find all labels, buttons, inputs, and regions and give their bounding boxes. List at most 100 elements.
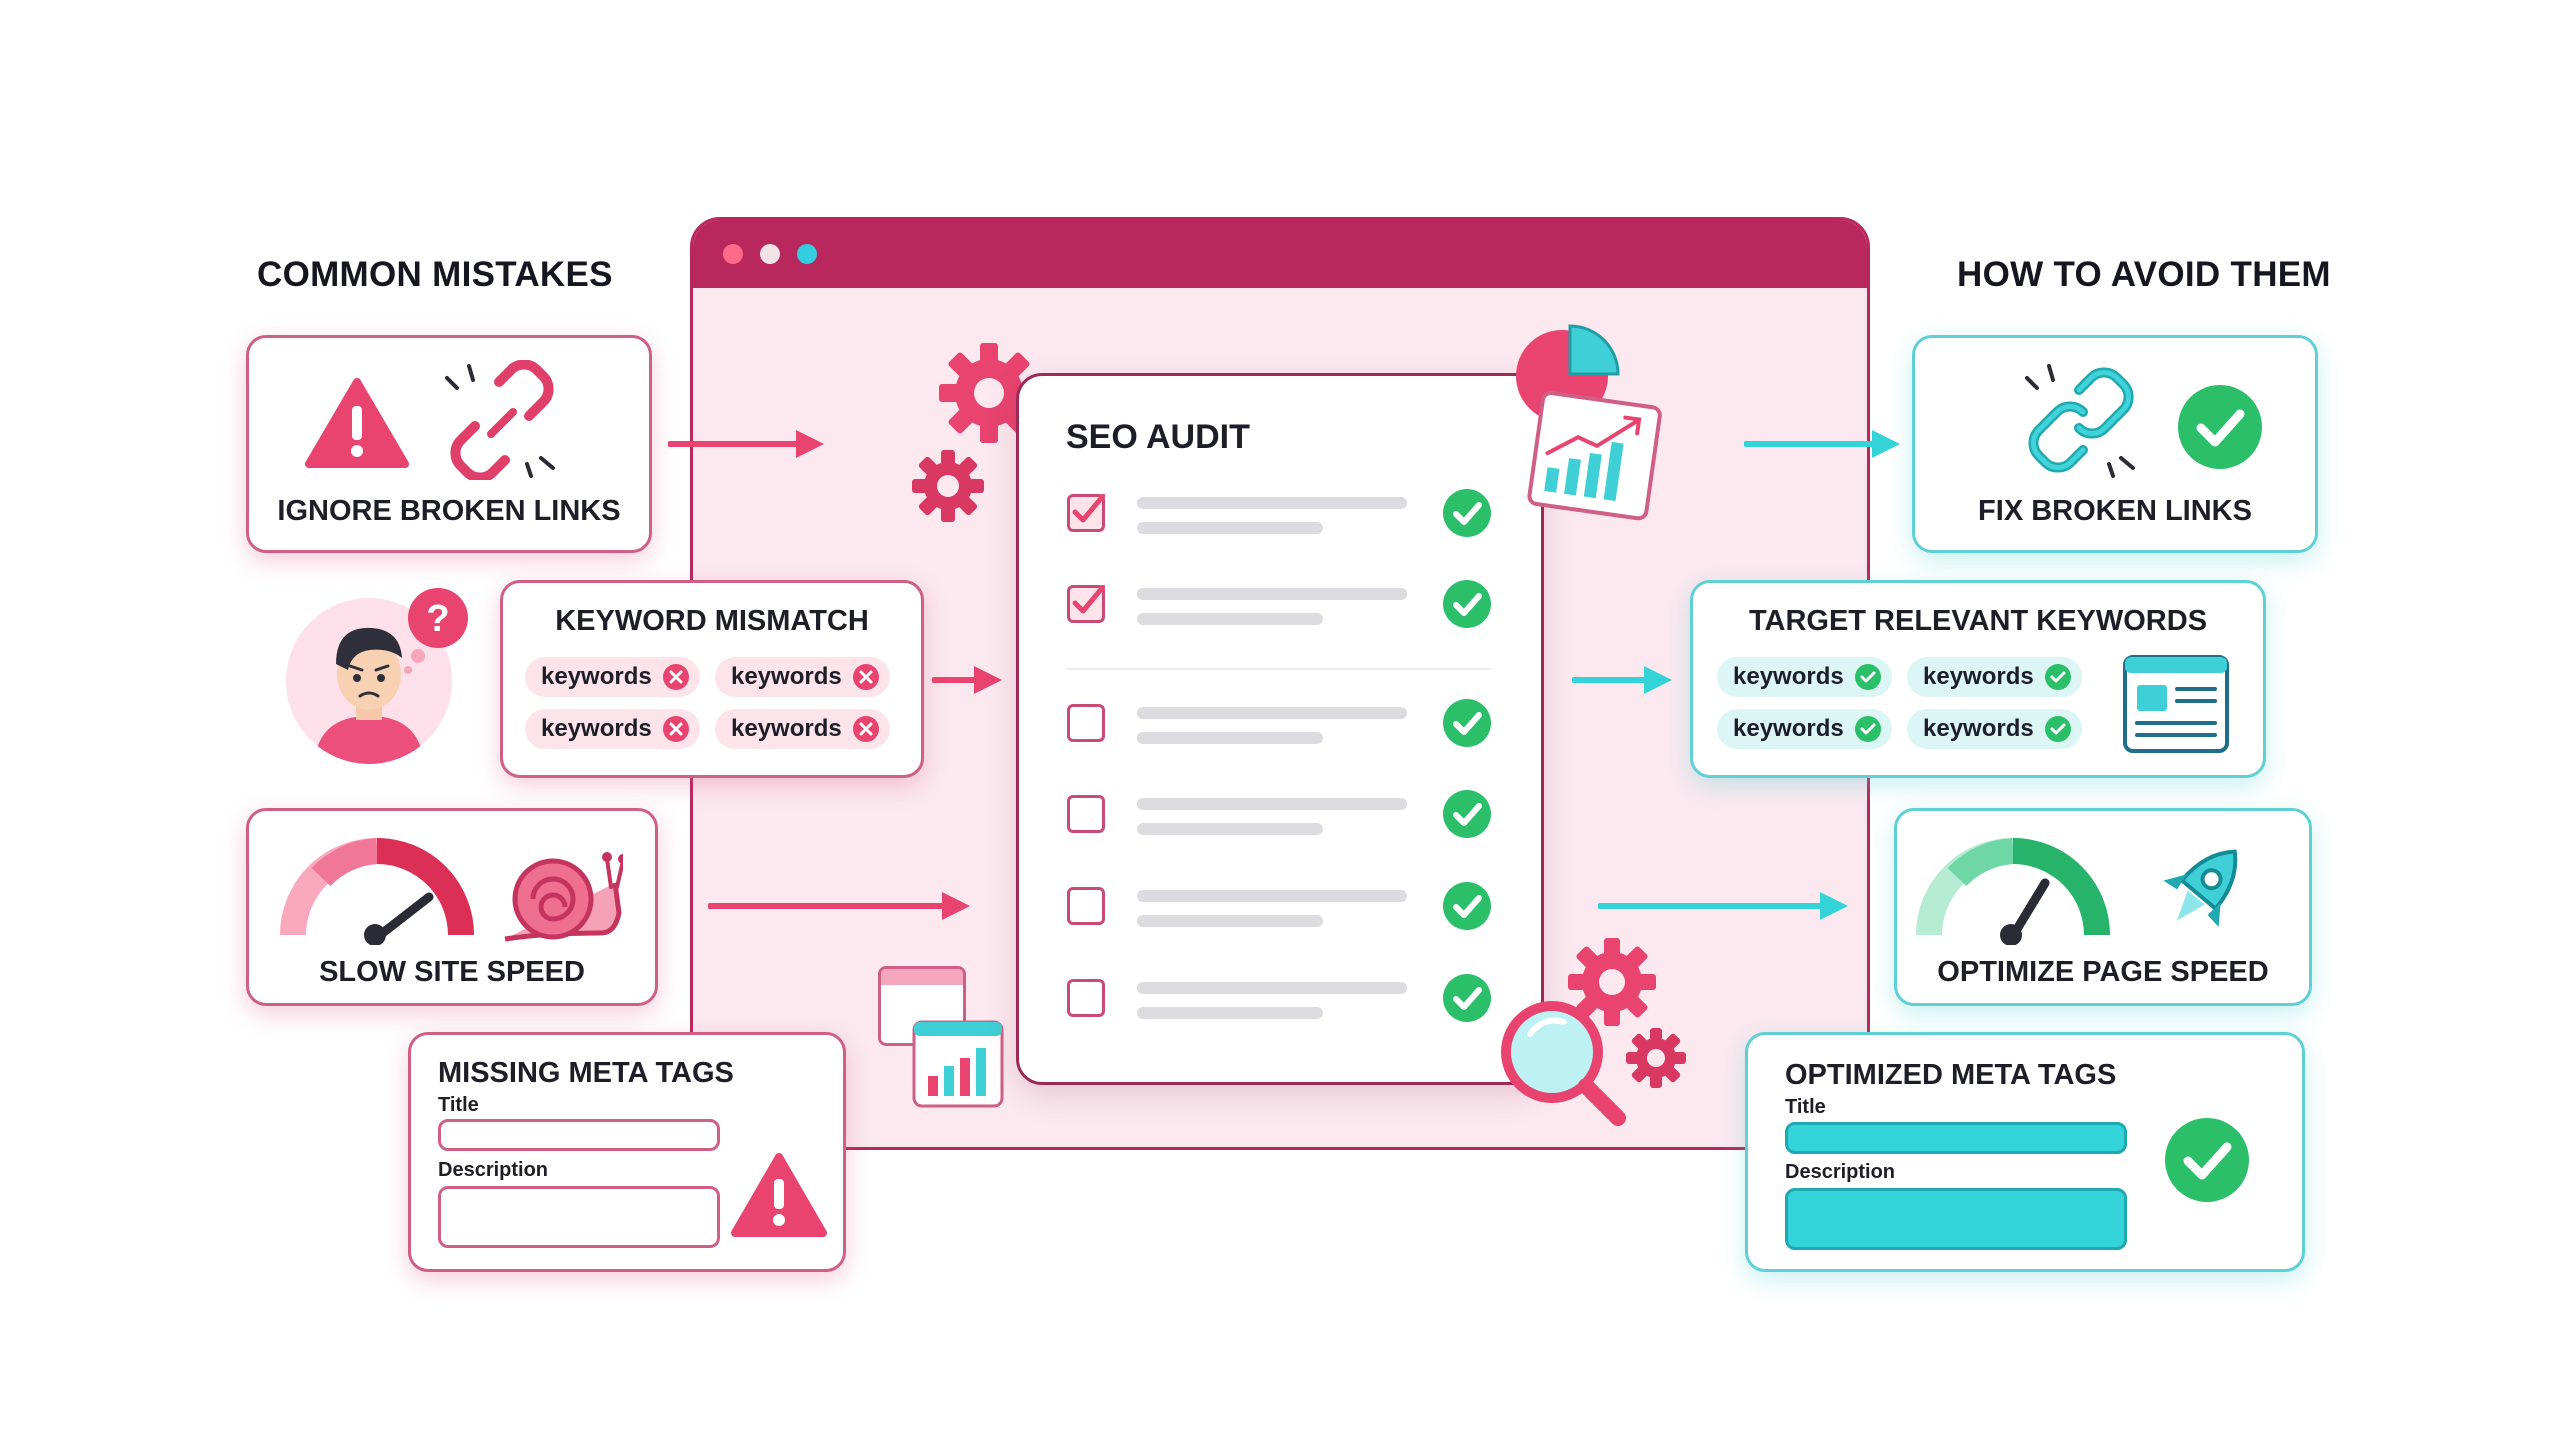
empty-checkbox[interactable] [1067, 887, 1105, 925]
card-title: OPTIMIZED META TAGS [1785, 1059, 2117, 1091]
card-title: TARGET RELEVANT KEYWORDS [1748, 605, 2208, 637]
empty-checkbox[interactable] [1067, 795, 1105, 833]
keyword-chip: keywords [715, 709, 890, 749]
check-circle-icon [1442, 698, 1492, 748]
placeholder-line [1137, 497, 1407, 509]
card-optimized-meta-tags: OPTIMIZED META TAGS Title Description [1745, 1032, 2305, 1272]
card-title: MISSING META TAGS [438, 1057, 734, 1089]
placeholder-line [1137, 588, 1407, 600]
chip-label: keywords [541, 715, 652, 742]
card-ignore-broken-links: IGNORE BROKEN LINKS [246, 335, 652, 553]
arrow-right-icon [668, 430, 824, 458]
x-circle-icon [662, 663, 690, 691]
card-title: KEYWORD MISMATCH [555, 605, 869, 637]
keyword-chip: keywords [525, 657, 700, 697]
placeholder-line [1137, 823, 1323, 835]
fixed-link-icon [2025, 364, 2135, 478]
keyword-chip: keywords [1717, 657, 1892, 697]
chip-label: keywords [1923, 663, 2034, 690]
fast-gauge-icon [1916, 838, 2110, 945]
card-label: FIX BROKEN LINKS [1978, 495, 2252, 527]
chip-label: keywords [731, 663, 842, 690]
x-circle-icon [852, 715, 880, 743]
confused-person-icon [286, 598, 452, 764]
arrow-right-icon [1572, 666, 1672, 694]
browser-title-bar [693, 220, 1867, 288]
chip-label: keywords [1923, 715, 2034, 742]
magnifier-icon [1501, 938, 1686, 1126]
keyword-chip: keywords [1717, 709, 1892, 749]
arrow-right-icon [1598, 892, 1848, 920]
empty-title-field [438, 1119, 720, 1151]
check-circle-icon [1442, 973, 1492, 1023]
chip-label: keywords [541, 663, 652, 690]
placeholder-line [1137, 732, 1323, 744]
window-dot-teal [797, 244, 817, 264]
slow-gauge-icon [280, 838, 474, 945]
card-optimize-page-speed: OPTIMIZE PAGE SPEED [1894, 808, 2312, 1006]
check-circle-icon [1442, 579, 1492, 629]
window-dot-red [723, 244, 743, 264]
question-icon: ? [404, 588, 468, 674]
arrow-right-icon [1744, 430, 1900, 458]
placeholder-line [1137, 522, 1323, 534]
card-slow-site-speed: SLOW SITE SPEED [246, 808, 658, 1006]
placeholder-line [1137, 1007, 1323, 1019]
placeholder-line [1137, 707, 1407, 719]
broken-link-icon [445, 360, 555, 480]
heading-how-to-avoid: HOW TO AVOID THEM [1957, 255, 2331, 294]
heading-common-mistakes: COMMON MISTAKES [257, 255, 613, 294]
pie-chart-icon [1516, 324, 1662, 521]
placeholder-line [1137, 982, 1407, 994]
empty-description-field [438, 1186, 720, 1248]
card-label: SLOW SITE SPEED [319, 956, 585, 988]
empty-checkbox[interactable] [1067, 704, 1105, 742]
check-circle-icon [2165, 1118, 2249, 1202]
gear-icon [912, 450, 984, 522]
arrow-right-icon [932, 666, 1002, 694]
check-circle-icon [1854, 715, 1882, 743]
keyword-chip: keywords [715, 657, 890, 697]
check-circle-icon [2044, 715, 2072, 743]
card-missing-meta-tags: MISSING META TAGS Title Description [408, 1032, 846, 1272]
checked-checkbox[interactable] [1067, 494, 1105, 532]
warning-icon [731, 1153, 827, 1237]
chip-label: keywords [1733, 715, 1844, 742]
keyword-chip: keywords [525, 709, 700, 749]
card-target-keywords: TARGET RELEVANT KEYWORDS keywords keywor… [1690, 580, 2266, 778]
keyword-chip: keywords [1907, 657, 2082, 697]
arrow-right-icon [708, 892, 970, 920]
card-label: IGNORE BROKEN LINKS [277, 495, 621, 527]
field-label-description: Description [1785, 1161, 1896, 1183]
snail-icon [504, 852, 623, 942]
field-label-title: Title [438, 1094, 479, 1116]
card-fix-broken-links: FIX BROKEN LINKS [1912, 335, 2318, 553]
window-dot-white [760, 244, 780, 264]
x-circle-icon [852, 663, 880, 691]
placeholder-line [1137, 613, 1323, 625]
card-keyword-mismatch: KEYWORD MISMATCH keywords keywords keywo… [500, 580, 924, 778]
rocket-icon [2163, 849, 2238, 927]
placeholder-line [1137, 798, 1407, 810]
field-label-title: Title [1785, 1096, 1826, 1118]
article-icon [2123, 655, 2229, 753]
x-circle-icon [662, 715, 690, 743]
field-label-description: Description [438, 1159, 549, 1181]
filled-title-field [1785, 1122, 2127, 1154]
bar-chart-icon [912, 1020, 1004, 1108]
checked-checkbox[interactable] [1067, 585, 1105, 623]
chip-label: keywords [1733, 663, 1844, 690]
keyword-chip: keywords [1907, 709, 2082, 749]
check-circle-icon [1442, 881, 1492, 931]
check-circle-icon [1854, 663, 1882, 691]
svg-text:?: ? [426, 598, 449, 640]
card-label: OPTIMIZE PAGE SPEED [1937, 956, 2269, 988]
check-circle-icon [2178, 385, 2262, 469]
warning-icon [305, 378, 409, 468]
empty-checkbox[interactable] [1067, 979, 1105, 1017]
audit-title: SEO AUDIT [1066, 418, 1250, 456]
placeholder-line [1137, 890, 1407, 902]
check-circle-icon [2044, 663, 2072, 691]
divider [1066, 668, 1490, 670]
chip-label: keywords [731, 715, 842, 742]
